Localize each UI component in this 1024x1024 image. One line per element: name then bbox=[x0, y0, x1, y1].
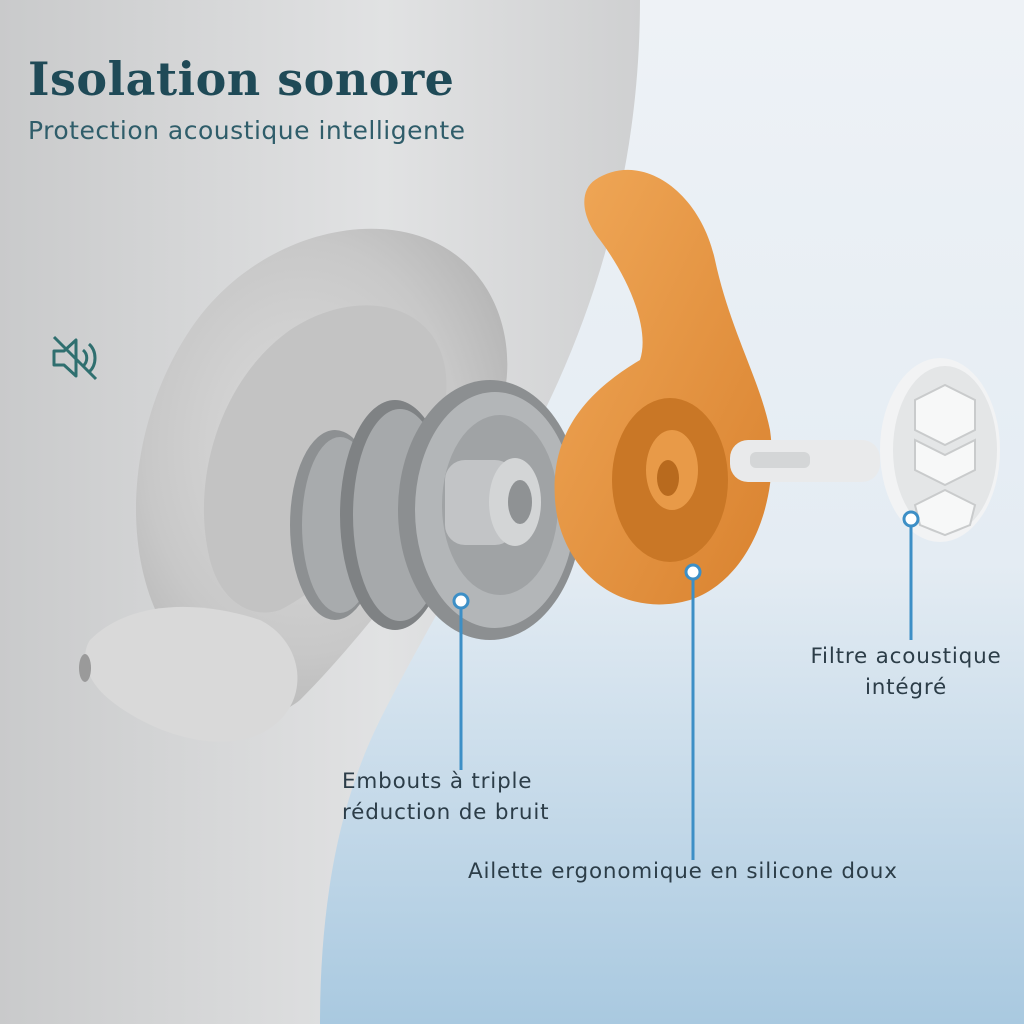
callout-eartips-line1: Embouts à triple bbox=[342, 769, 533, 794]
acoustic-filter bbox=[730, 358, 1000, 542]
callout-eartips-line2: réduction de bruit bbox=[342, 800, 550, 826]
callout-eartips: Embouts à triple réduction de bruit bbox=[342, 766, 549, 828]
speaker-muted-icon bbox=[52, 335, 98, 381]
callout-fin-text: Ailette ergonomique en silicone doux bbox=[468, 859, 898, 884]
callout-filter: Filtre acoustique intégré bbox=[796, 641, 1016, 703]
triple-flange-eartip bbox=[290, 380, 582, 640]
filter-marker bbox=[902, 510, 920, 528]
tips-marker bbox=[452, 592, 470, 610]
page-title: Isolation sonore bbox=[28, 52, 455, 106]
callout-fin: Ailette ergonomique en silicone doux bbox=[468, 856, 898, 887]
fin-marker bbox=[684, 563, 702, 581]
silicone-fin bbox=[554, 169, 772, 605]
callout-filter-line1: Filtre acoustique bbox=[810, 644, 1002, 669]
page-subtitle: Protection acoustique intelligente bbox=[28, 116, 466, 145]
callout-filter-line2: intégré bbox=[864, 675, 948, 701]
leader-lines bbox=[452, 510, 920, 860]
